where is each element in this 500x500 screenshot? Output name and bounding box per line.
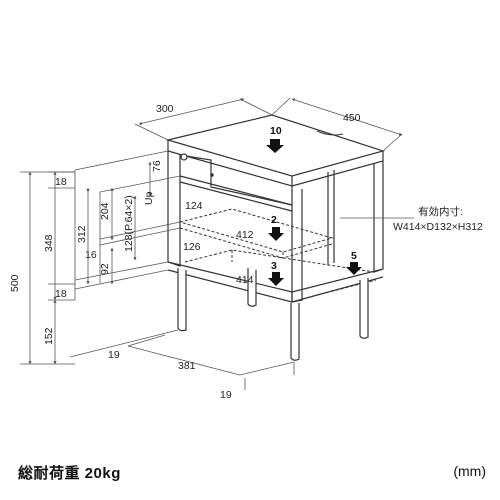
legs <box>177 268 369 361</box>
load-label-bottom: 3 <box>271 260 277 272</box>
dim-shelf-pitch: 128(P.64×2) <box>123 195 135 252</box>
cable-hole <box>180 153 188 161</box>
dim-shelf-up: Up <box>143 191 155 205</box>
total-load-caption: 総耐荷重 20kg <box>18 465 121 482</box>
dimension-lines <box>20 97 414 390</box>
leg-back-right <box>359 278 369 339</box>
dim-shelf-124: 124 <box>185 200 203 212</box>
dim-width: 300 <box>156 103 174 115</box>
dim-height-total: 500 <box>9 274 21 292</box>
load-label-shelf: 2 <box>271 214 277 226</box>
bottom-interior <box>184 172 377 300</box>
right-side-panel <box>291 186 303 303</box>
dim-depth: 450 <box>343 112 361 124</box>
unit-caption: (mm) <box>453 463 486 479</box>
load-label-floor: 5 <box>351 250 357 262</box>
dim-leg-offset-b: 19 <box>220 389 232 401</box>
leg-back-left <box>247 268 257 307</box>
dim-shelf-412: 412 <box>236 229 254 241</box>
movable-shelf <box>178 208 334 259</box>
dim-18-bottom: 18 <box>55 288 67 300</box>
dim-312: 312 <box>76 225 88 243</box>
load-arrows <box>266 139 362 286</box>
dim-92: 92 <box>99 263 111 275</box>
interior-value: W414×D132×H312 <box>393 221 483 233</box>
load-arrow-shelf <box>268 227 284 241</box>
dim-leg-span: 381 <box>178 360 196 372</box>
dim-204: 204 <box>99 202 111 220</box>
dim-leg-offset-a: 19 <box>108 349 120 361</box>
load-arrow-bottom <box>268 272 284 286</box>
leg-front-left <box>177 268 187 332</box>
interior-label: 有効内寸: <box>418 205 463 218</box>
dim-bottom-414: 414 <box>236 274 254 286</box>
load-label-top: 10 <box>270 125 282 137</box>
dim-76: 76 <box>151 160 163 172</box>
dim-152: 152 <box>43 327 55 345</box>
dim-bottom-126: 126 <box>183 241 201 253</box>
dim-16: 16 <box>85 249 97 261</box>
left-side-panel <box>167 151 181 267</box>
load-arrow-top <box>266 139 284 153</box>
dim-348: 348 <box>43 234 55 252</box>
dim-18-top: 18 <box>55 176 67 188</box>
leg-front-right <box>290 303 300 361</box>
load-arrow-floor <box>346 262 362 275</box>
